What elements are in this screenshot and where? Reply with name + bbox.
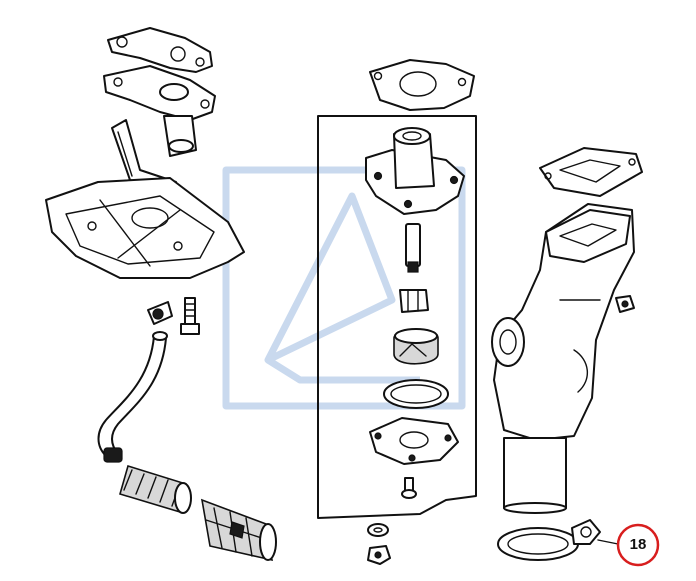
hose-clamp bbox=[147, 301, 173, 325]
pump-group-frame bbox=[317, 115, 477, 519]
washer bbox=[367, 523, 389, 537]
impeller-insert bbox=[393, 328, 439, 365]
fuel-hose bbox=[97, 331, 168, 457]
drive-key bbox=[399, 289, 429, 313]
throttle-body bbox=[103, 65, 216, 157]
small-screw bbox=[401, 477, 417, 499]
callout-18-ring bbox=[616, 523, 660, 567]
hex-bolt bbox=[180, 297, 200, 335]
mounting-plate bbox=[45, 177, 245, 279]
hose-fitting bbox=[103, 447, 123, 463]
callout-18-label: 18 bbox=[629, 536, 647, 553]
leader-line-18 bbox=[597, 539, 619, 545]
seal-ring-part-18 bbox=[497, 519, 601, 561]
housing-bolt bbox=[615, 295, 635, 313]
fuel-filter bbox=[119, 464, 192, 514]
pump-cover-plate bbox=[369, 417, 459, 465]
top-gasket bbox=[107, 27, 213, 73]
pump-shaft bbox=[405, 223, 421, 273]
watermark-logo bbox=[222, 166, 466, 410]
exhaust-gasket bbox=[539, 147, 643, 197]
hex-nut bbox=[367, 545, 391, 565]
o-ring bbox=[383, 379, 449, 409]
intake-strainer bbox=[200, 498, 277, 562]
exhaust-housing bbox=[491, 203, 635, 514]
pump-housing bbox=[365, 127, 465, 215]
pump-gasket bbox=[369, 59, 475, 111]
